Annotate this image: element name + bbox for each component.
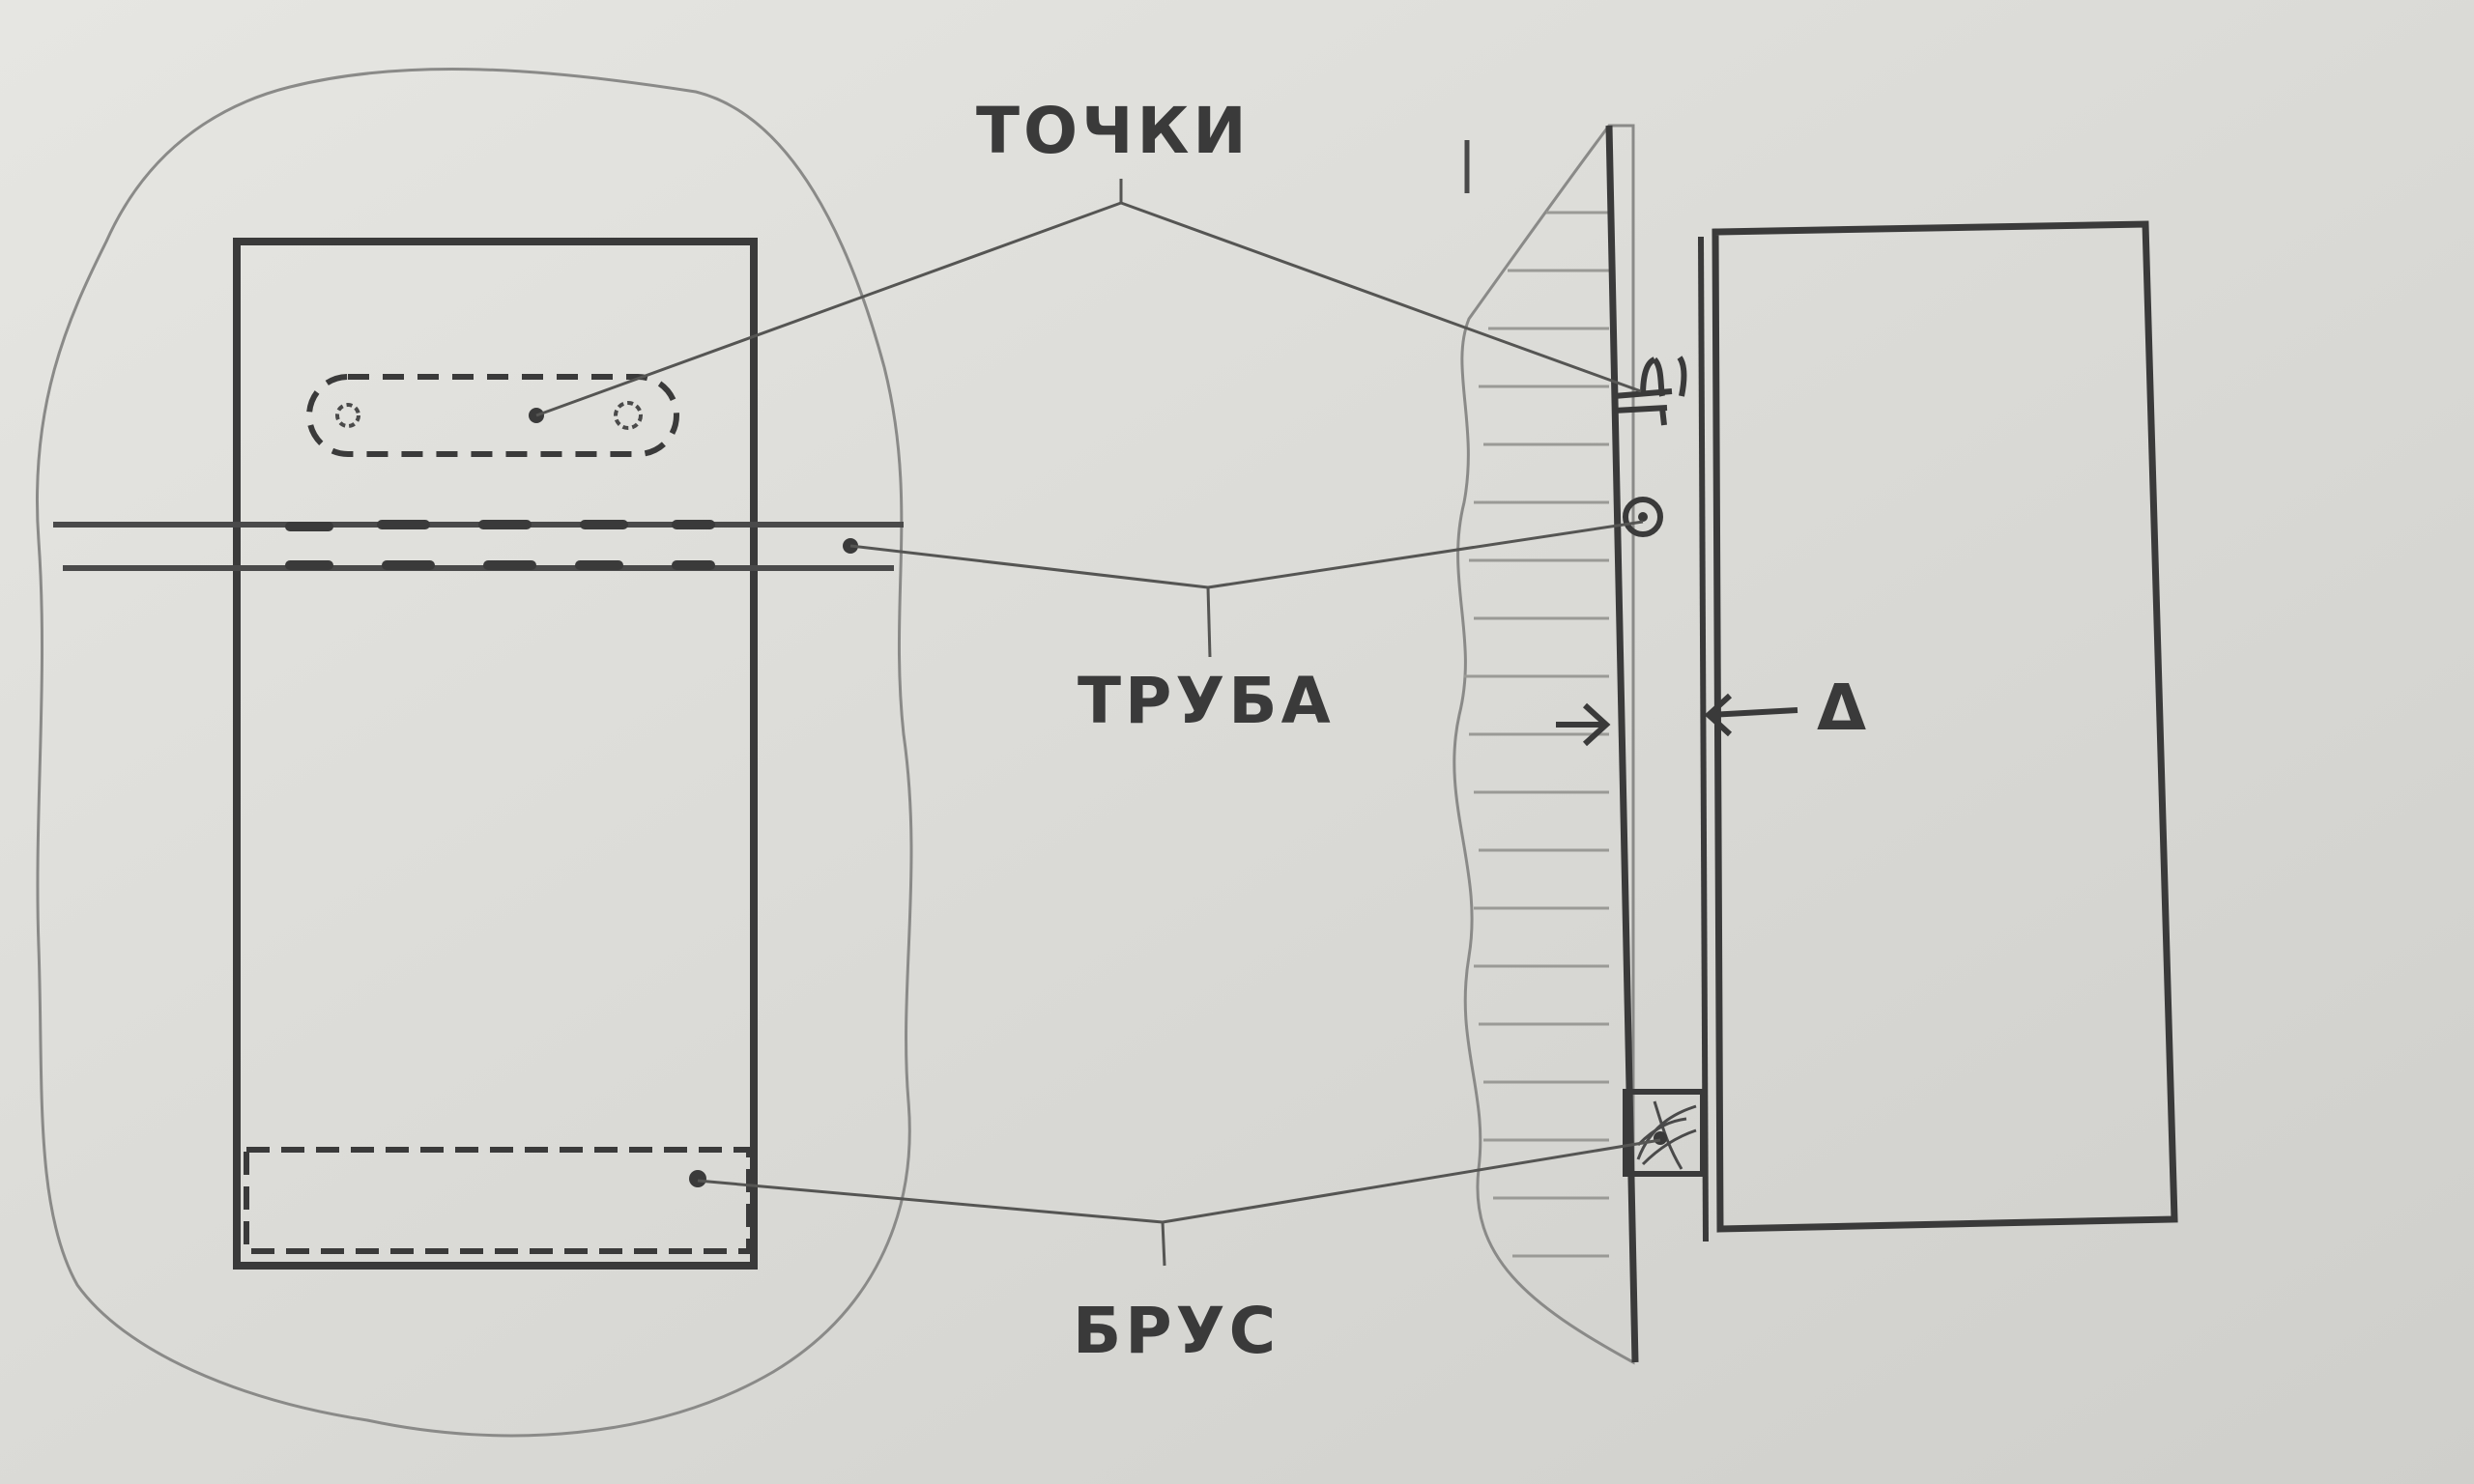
- pipe-section: [1623, 497, 1663, 537]
- wall-hatching: [1464, 211, 1609, 1258]
- mounting-bracket-hidden: [306, 374, 679, 457]
- bracket-hole-left: [335, 403, 360, 428]
- wall-face: [1605, 125, 1639, 1363]
- beam-point: [689, 1170, 706, 1187]
- label-gap: Δ: [1817, 671, 1870, 745]
- wall-contour: [35, 68, 913, 1438]
- tank-side: [1712, 220, 2178, 1233]
- gap-arrow-left: [1556, 702, 1611, 747]
- label-pipe: ТРУБА: [1078, 664, 1335, 738]
- beam-section: [1623, 1089, 1706, 1177]
- tank-front: [233, 238, 758, 1270]
- pipe-section-center: [1638, 512, 1648, 522]
- pipe-hidden-dashes: [285, 520, 715, 570]
- label-beam: БРУС: [1073, 1294, 1280, 1368]
- beam-hidden: [244, 1147, 752, 1254]
- bracket-hole-right: [614, 401, 643, 430]
- gap-arrow-right: [1704, 693, 1798, 737]
- front-view: [35, 68, 913, 1438]
- tank-back-edge: [1698, 236, 1709, 1242]
- hook-bracket: [1613, 356, 1687, 426]
- wall-section: [1453, 124, 1635, 1365]
- leader-lines: [535, 179, 1661, 1267]
- beam-section-point: [1654, 1131, 1667, 1145]
- side-view: [1453, 124, 2178, 1365]
- label-points: ТОЧКИ: [976, 94, 1251, 168]
